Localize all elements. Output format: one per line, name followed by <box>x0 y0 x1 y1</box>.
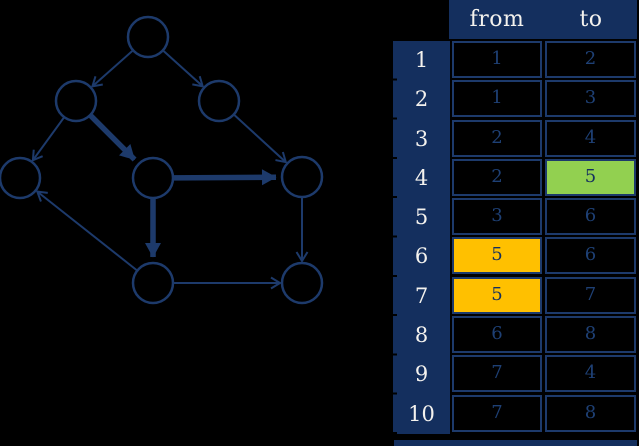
cell-to: 3 <box>545 80 636 118</box>
graph-node-3 <box>197 79 241 123</box>
graph-node-1 <box>126 15 170 59</box>
graph-edge-5-6 <box>172 169 277 186</box>
graph-edge-2-4 <box>31 116 66 162</box>
row-number: 6 <box>414 244 429 269</box>
graph-node-2 <box>54 79 98 123</box>
row-number: 2 <box>414 87 429 112</box>
cell-from: 2 <box>452 158 542 196</box>
row-number: 8 <box>414 323 429 348</box>
graph-node-5 <box>131 156 175 200</box>
row-number: 7 <box>414 283 429 308</box>
edge-list-table: from to 1 1 2 2 1 3 3 2 4 4 2 5 5 3 6 6 … <box>390 0 639 446</box>
cell-to: 2 <box>545 41 636 78</box>
cell-to: 4 <box>545 355 636 393</box>
graph-node-6 <box>280 155 324 199</box>
cell-from: 1 <box>452 41 542 78</box>
row-number-column <box>393 41 450 434</box>
table-row: 9 7 4 <box>393 355 636 394</box>
table-row: 3 2 4 <box>393 119 636 159</box>
graph-node-8 <box>280 261 324 305</box>
cell-to: 7 <box>545 276 636 314</box>
table-row: 8 6 8 <box>393 316 636 355</box>
table-bottom-border <box>394 440 637 446</box>
graph-node-7 <box>131 261 175 305</box>
row-number: 10 <box>408 401 435 426</box>
row-number: 1 <box>414 48 429 72</box>
graph-edge-3-6 <box>233 113 288 164</box>
graph-edge-1-2 <box>90 49 134 88</box>
cell-to: 8 <box>545 394 636 432</box>
cell-to: 8 <box>545 316 636 354</box>
row-number: 4 <box>414 165 429 190</box>
cell-from: 7 <box>452 355 542 393</box>
table-row: 10 7 8 <box>393 394 636 434</box>
graph-edge-7-4 <box>35 190 138 272</box>
cell-to: 5 <box>545 158 636 196</box>
cell-from: 6 <box>452 316 542 354</box>
graph-edge-1-3 <box>162 49 205 88</box>
table-header-row: from to <box>449 0 637 39</box>
cell-from: 2 <box>452 119 542 157</box>
cell-from: 1 <box>452 80 542 118</box>
cell-from: 5 <box>452 276 542 314</box>
table-row: 4 2 5 <box>393 158 636 198</box>
row-number: 9 <box>414 362 429 387</box>
cell-to: 6 <box>545 237 636 275</box>
row-number: 5 <box>414 205 429 230</box>
column-header-to: to <box>579 7 603 32</box>
cell-to: 4 <box>545 119 636 157</box>
table-row: 7 5 7 <box>393 276 636 316</box>
table-row: 6 5 6 <box>393 237 636 276</box>
table-body: 1 1 2 2 1 3 3 2 4 4 2 5 5 3 6 6 5 6 7 5 … <box>393 41 636 434</box>
graph-diagram <box>0 15 324 305</box>
graph-edge-2-5 <box>88 113 137 162</box>
row-number: 3 <box>414 126 429 151</box>
graph-node-4 <box>0 156 42 200</box>
table-row: 2 1 3 <box>393 80 636 119</box>
cell-from: 3 <box>452 198 542 236</box>
cell-to: 6 <box>545 198 636 236</box>
table-row: 5 3 6 <box>393 198 636 237</box>
cell-from: 7 <box>452 394 542 432</box>
cell-from: 5 <box>452 237 542 275</box>
table-row: 1 1 2 <box>393 41 636 80</box>
column-header-from: from <box>469 7 525 32</box>
